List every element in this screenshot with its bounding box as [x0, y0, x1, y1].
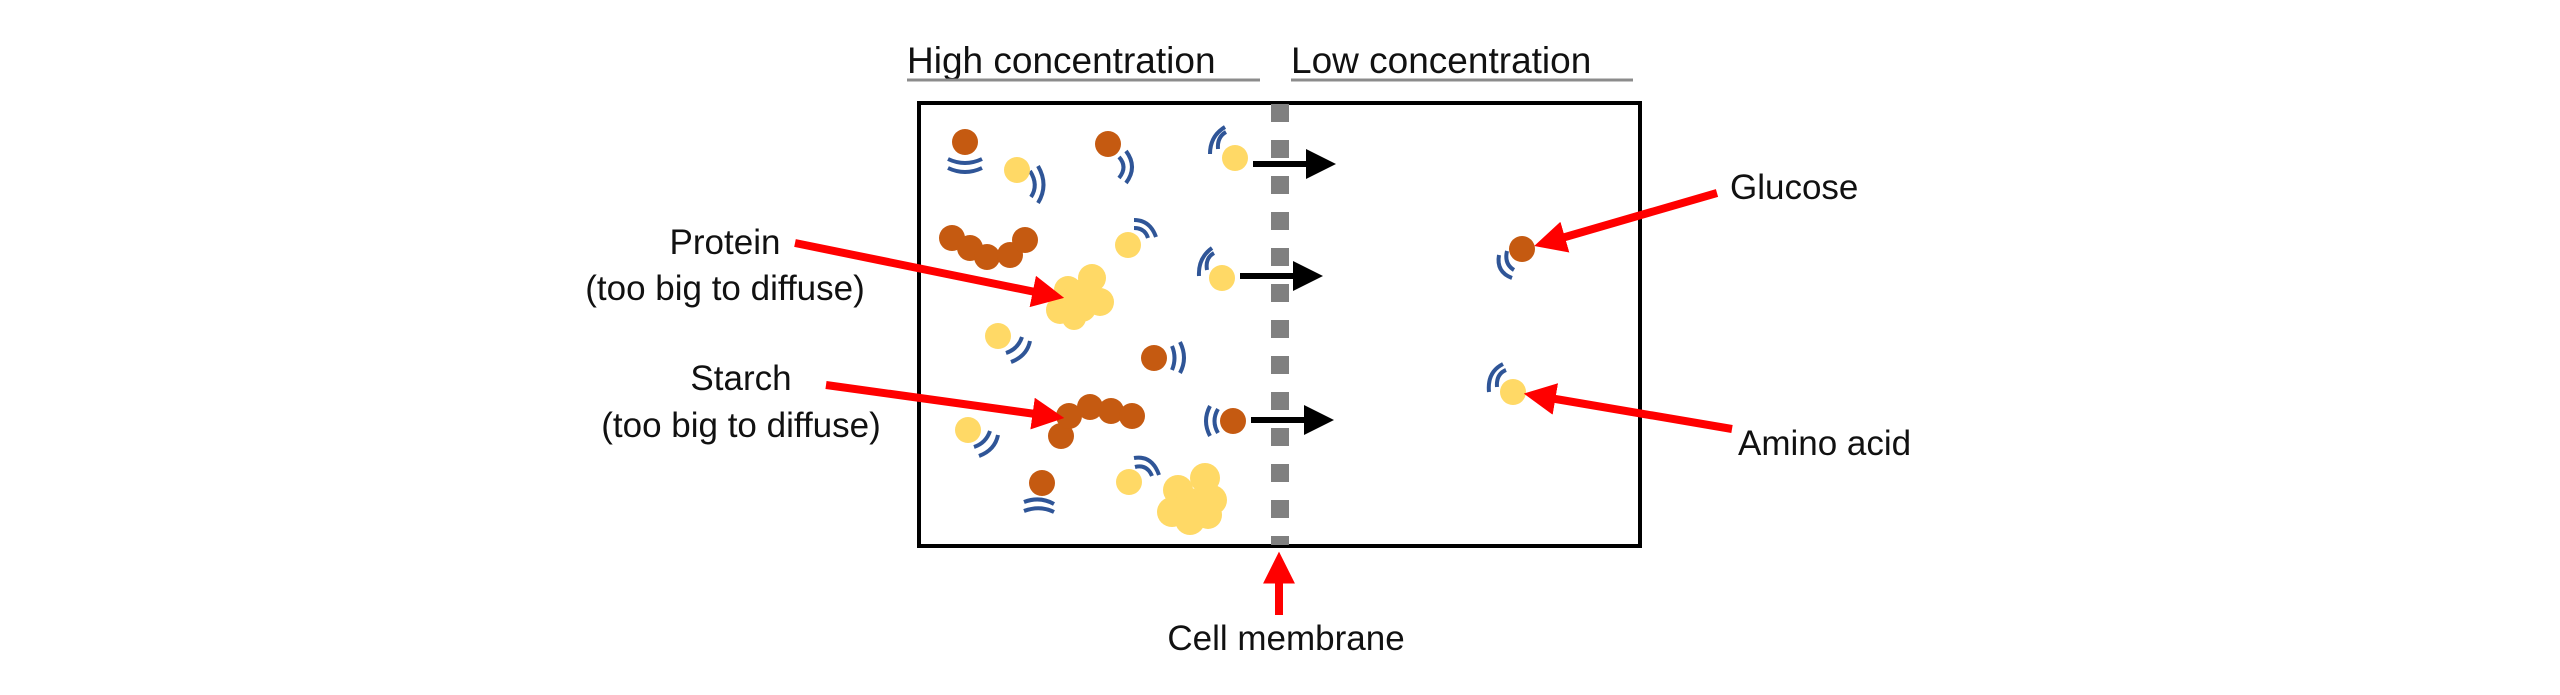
container-box — [917, 101, 1642, 548]
glucose-molecule — [1509, 236, 1535, 262]
label-starch-name: Starch — [690, 359, 791, 398]
motion-mark-icon — [1504, 250, 1516, 272]
label-protein-note: (too big to diffuse) — [585, 269, 865, 308]
motion-mark-icon — [1010, 340, 1032, 364]
heading-high-text: High concentration — [907, 40, 1216, 81]
amino-acid-molecule — [985, 323, 1011, 349]
amino-acid-molecule — [1209, 265, 1235, 291]
motion-mark-icon — [1028, 169, 1037, 199]
amino-acid-molecule — [955, 417, 981, 443]
motion-mark-icon — [1178, 341, 1186, 374]
amino-acid-molecules — [955, 145, 1526, 495]
motion-mark-icon — [1134, 464, 1154, 477]
motion-mark-icon — [1204, 405, 1212, 437]
motion-mark-icon — [1212, 407, 1220, 435]
motion-mark-icon — [1496, 254, 1513, 280]
motion-mark-icon — [1117, 155, 1126, 180]
motion-mark-icon — [947, 157, 983, 165]
label-cell-membrane: Cell membrane — [1167, 619, 1404, 658]
diffusion-arrows — [1240, 149, 1336, 435]
motion-marks — [947, 125, 1516, 514]
motion-mark-icon — [947, 166, 983, 174]
label-protein: Protein (too big to diffuse) — [585, 223, 865, 308]
motion-mark-icon — [1133, 218, 1158, 238]
motion-mark-icon — [1486, 362, 1504, 393]
motion-mark-icon — [1204, 251, 1216, 271]
motion-mark-icon — [1170, 345, 1177, 371]
heading-high-concentration: High concentration — [907, 40, 1260, 82]
motion-mark-icon — [978, 434, 1000, 458]
motion-mark-icon — [1215, 130, 1228, 150]
amino-acid-molecule — [1222, 145, 1248, 171]
glucose-molecule — [1095, 131, 1121, 157]
motion-mark-icon — [1196, 246, 1214, 277]
glucose-molecule — [1029, 470, 1055, 496]
label-starch-note: (too big to diffuse) — [601, 406, 881, 445]
motion-mark-icon — [1133, 455, 1161, 476]
heading-low-text: Low concentration — [1291, 40, 1591, 81]
motion-mark-icon — [973, 430, 992, 449]
heading-low-concentration: Low concentration — [1291, 40, 1633, 82]
protein-pointer-arrow-icon — [794, 239, 1065, 308]
amino-acid-molecule — [1004, 157, 1030, 183]
protein-cluster-top — [1046, 264, 1114, 330]
glucose-molecules — [952, 129, 1535, 496]
starch-chain-top — [939, 225, 1038, 270]
motion-mark-icon — [1023, 506, 1055, 514]
glucose-molecule — [952, 129, 978, 155]
amino-acid-molecule — [1500, 379, 1526, 405]
motion-mark-icon — [1036, 164, 1046, 205]
protein-cluster-bottom — [1157, 463, 1227, 535]
glucose-molecule — [1141, 345, 1167, 371]
amino-acid-pointer-arrow-icon — [1523, 383, 1733, 433]
motion-mark-icon — [1133, 226, 1150, 239]
label-starch: Starch (too big to diffuse) — [601, 359, 881, 445]
starch-chain-bottom — [1048, 394, 1145, 449]
glucose-pointer-arrow-icon — [1534, 189, 1719, 253]
starch-pointer-arrow-icon — [825, 381, 1065, 430]
motion-mark-icon — [1005, 336, 1024, 355]
label-protein-name: Protein — [670, 223, 781, 262]
glucose-molecule — [1220, 408, 1246, 434]
label-glucose: Glucose — [1730, 168, 1858, 207]
pointer-arrows — [794, 189, 1733, 615]
motion-mark-icon — [1208, 125, 1227, 155]
amino-acid-molecule — [1115, 232, 1141, 258]
label-amino-acid: Amino acid — [1738, 424, 1911, 463]
motion-mark-icon — [1124, 149, 1134, 185]
motion-mark-icon — [1494, 368, 1507, 388]
amino-acid-molecule — [1116, 469, 1142, 495]
motion-mark-icon — [1023, 497, 1055, 506]
